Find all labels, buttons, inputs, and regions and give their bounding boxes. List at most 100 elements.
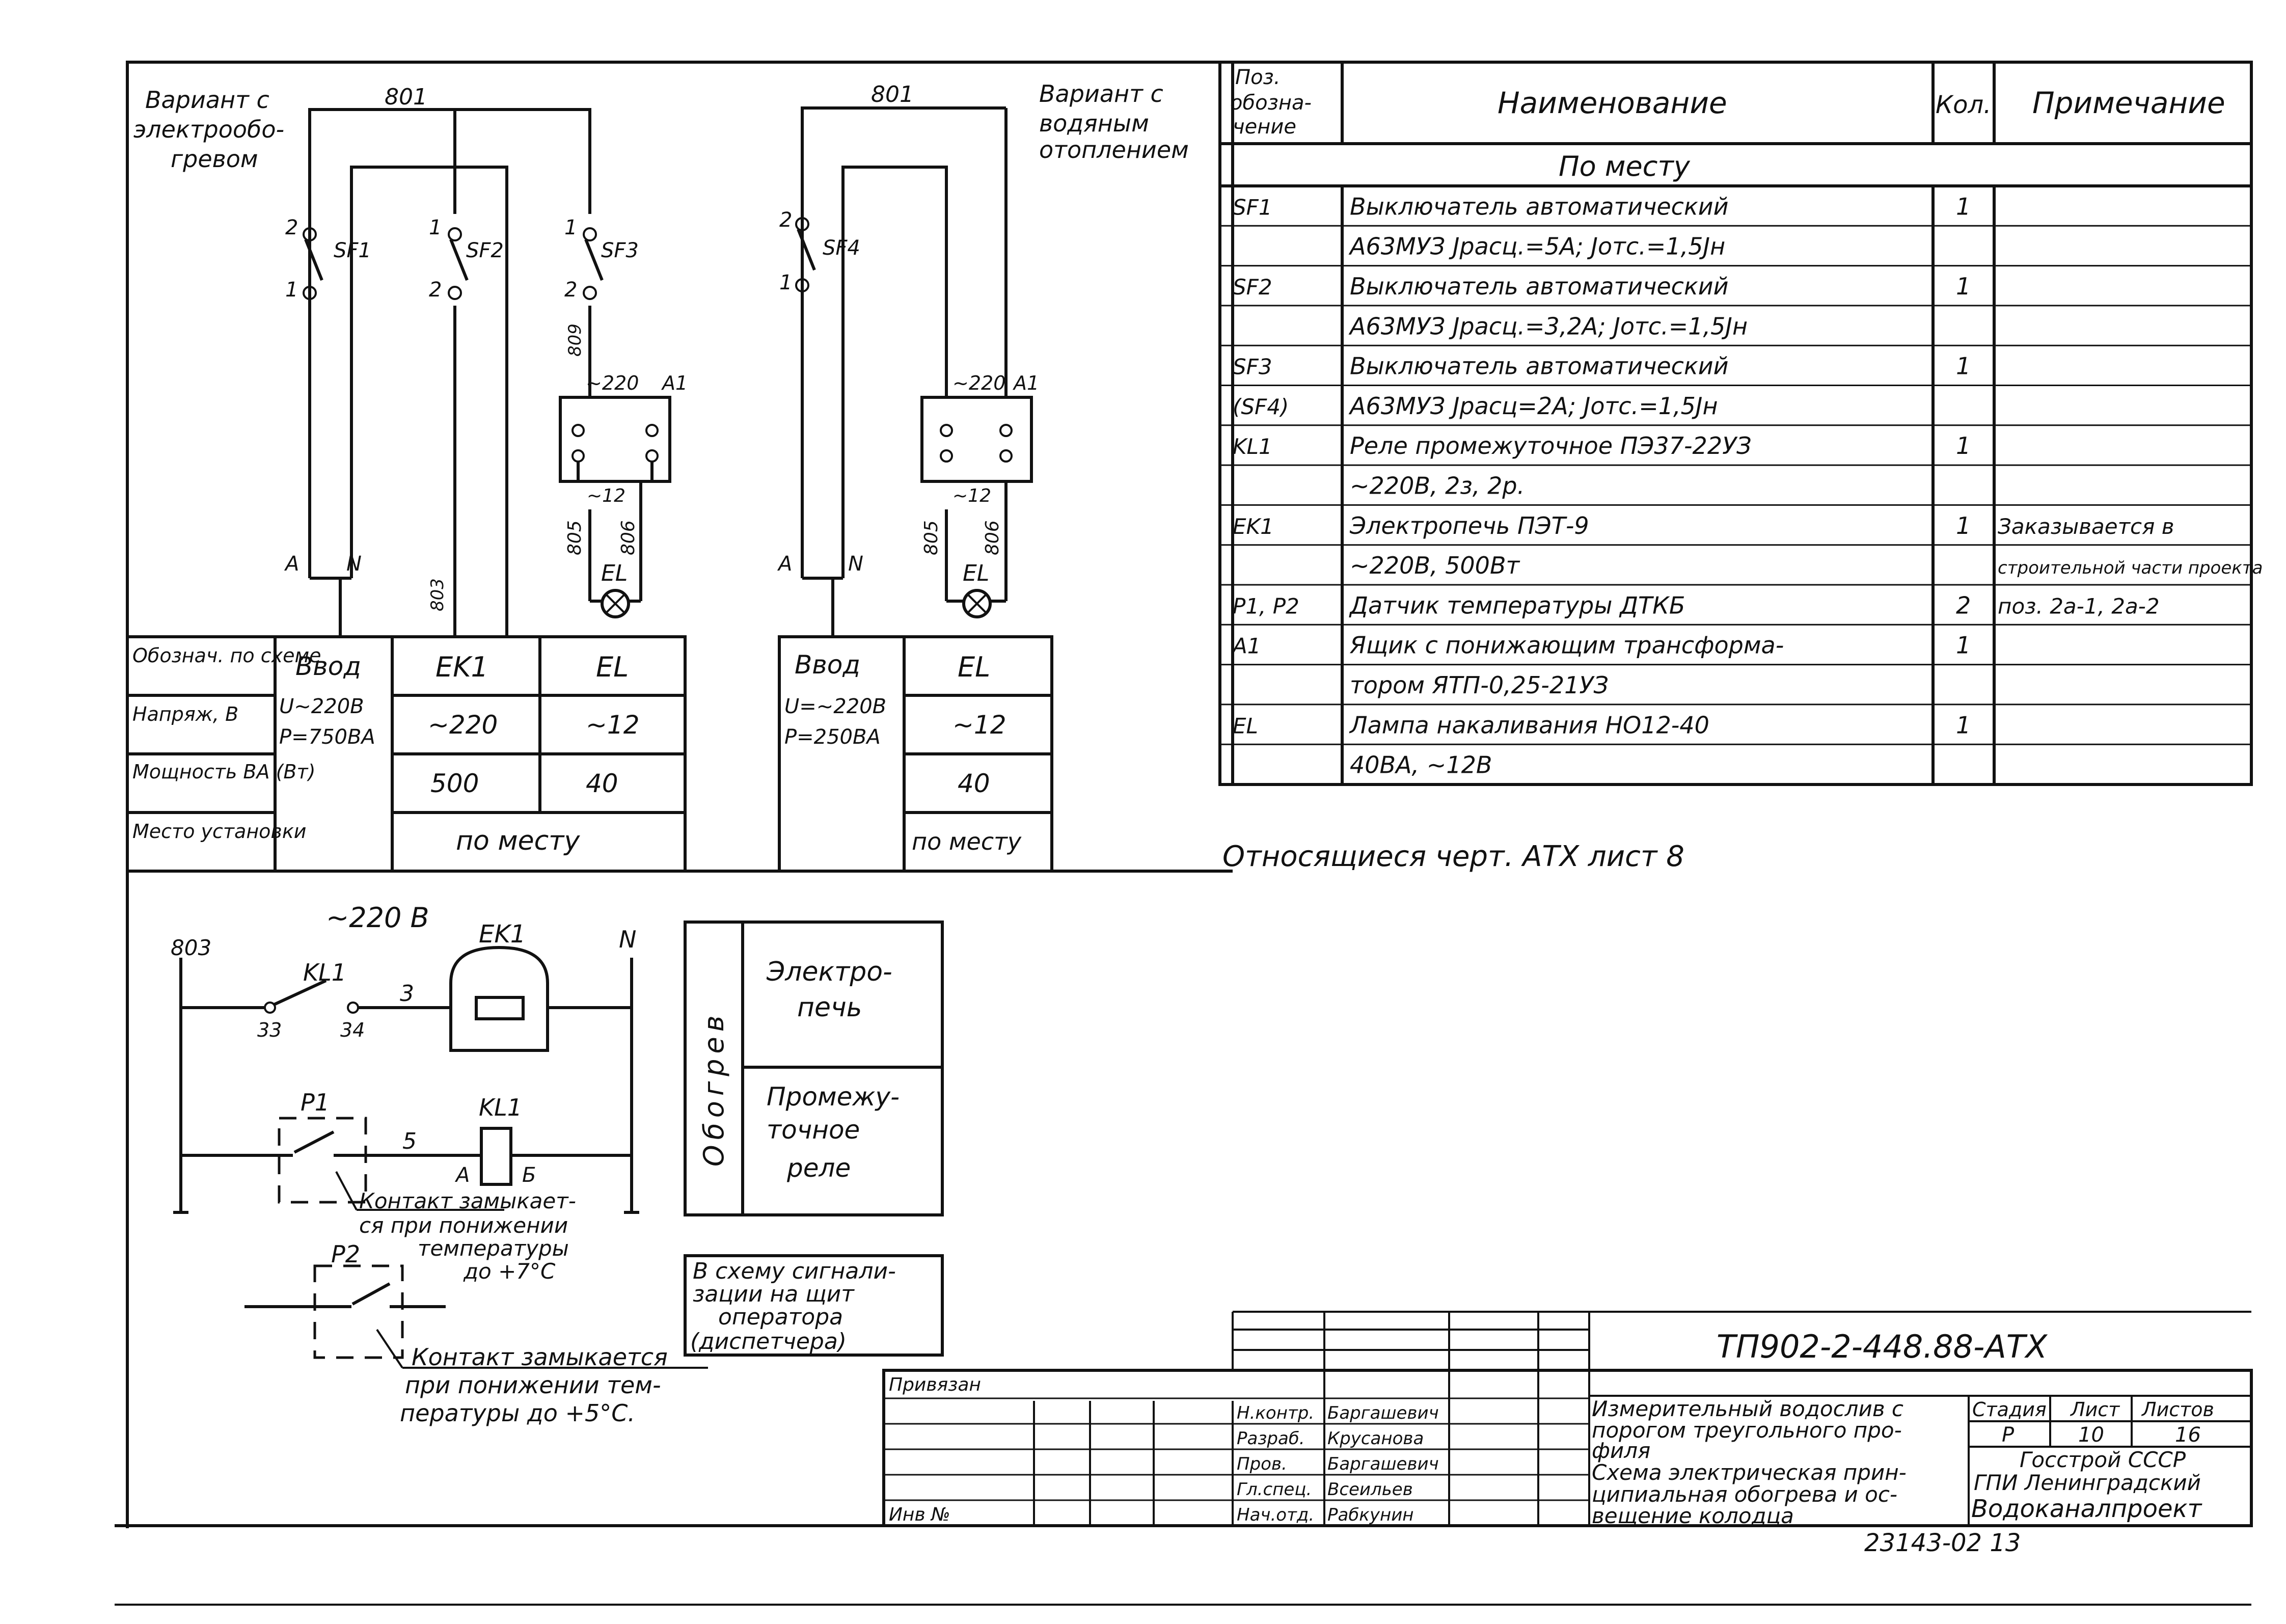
svg-text:По месту: По месту	[1559, 150, 1691, 182]
svg-text:~220 В: ~220 В	[326, 902, 429, 934]
svg-text:2: 2	[285, 216, 298, 239]
tb-role: Пров.	[1237, 1454, 1287, 1474]
svg-text:ся при понижении: ся при понижении	[359, 1213, 568, 1238]
svg-text:3: 3	[400, 981, 414, 1007]
svg-text:по месту: по месту	[912, 828, 1022, 855]
svg-text:ГПИ Ленинградский: ГПИ Ленинградский	[1974, 1470, 2201, 1495]
svg-text:Ввод: Ввод	[795, 650, 860, 680]
svg-text:~12: ~12	[587, 485, 625, 506]
svg-text:33: 33	[257, 1019, 282, 1041]
spec-name: Электропечь ПЭТ-9	[1349, 512, 1589, 539]
svg-text:A1: A1	[661, 372, 688, 394]
heating-control-circuit: ~220 В 803 EK1 N KL1 33 34 3 P1 5 KL1 А …	[171, 902, 708, 1427]
svg-text:~12: ~12	[586, 710, 640, 740]
svg-text:В схему сигнали-: В схему сигнали-	[693, 1258, 896, 1284]
svg-text:Привязан: Привязан	[889, 1374, 981, 1395]
spec-qty: 1	[1956, 273, 1971, 300]
spec-name: Реле промежуточное ПЭ37-22УЗ	[1350, 432, 1752, 459]
spec-pos: KL1	[1233, 434, 1272, 459]
spec-note: Заказывается в	[1998, 514, 2174, 539]
wire-803-label: 803	[427, 578, 448, 611]
svg-text:803: 803	[171, 935, 211, 960]
spec-name: Выключатель автоматический	[1350, 353, 1729, 380]
spec-qty: 2	[1956, 591, 1971, 619]
svg-text:пературы до +5°С.: пературы до +5°С.	[400, 1399, 635, 1427]
left-parameter-table: Обознач. по схеме Напряж, В Мощность ВА …	[126, 635, 687, 873]
tb-name: Рабкунин	[1327, 1505, 1414, 1525]
svg-text:Вариант с: Вариант с	[145, 86, 269, 114]
svg-text:оператора: оператора	[718, 1304, 843, 1330]
spec-pos: SF2	[1233, 275, 1272, 300]
svg-text:500: 500	[430, 769, 479, 798]
tb-name: Крусанова	[1327, 1428, 1424, 1449]
spec-pos: EK1	[1233, 514, 1274, 539]
spec-name: ~220В, 2з, 2р.	[1350, 472, 1525, 499]
spec-pos: A1	[1231, 634, 1261, 659]
svg-text:16: 16	[2175, 1423, 2201, 1447]
svg-text:809: 809	[565, 323, 585, 357]
tb-role: Нач.отд.	[1237, 1505, 1314, 1525]
svg-text:5: 5	[402, 1128, 417, 1154]
svg-text:Листов: Листов	[2141, 1398, 2214, 1421]
spec-qty: 1	[1956, 193, 1971, 220]
spec-name: А63МУЗ Jрасц.=5А; Jотс.=1,5Jн	[1348, 233, 1725, 260]
svg-text:Мощность ВА (Вт): Мощность ВА (Вт)	[132, 761, 315, 783]
svg-text:точное: точное	[767, 1115, 860, 1145]
spec-name: А63МУЗ Jрасц.=3,2А; Jотс.=1,5Jн	[1348, 312, 1748, 340]
neutral-n-label-right: N	[848, 552, 863, 576]
tb-role: Разраб.	[1237, 1428, 1305, 1449]
svg-text:~220: ~220	[953, 372, 1005, 394]
spec-name: Датчик температуры ДТКБ	[1349, 591, 1685, 619]
svg-text:EL: EL	[963, 560, 989, 586]
svg-text:~220: ~220	[586, 372, 639, 394]
svg-text:Контакт замыкает-: Контакт замыкает-	[359, 1188, 576, 1213]
variant-label-water: Вариант с водяным отоплением	[1039, 80, 1189, 164]
svg-text:Лист: Лист	[2070, 1398, 2120, 1421]
spec-name: ~220В, 500Вт	[1350, 552, 1520, 579]
tb-name: Баргашевич	[1327, 1403, 1439, 1423]
lamp-el-right: EL	[946, 560, 1006, 618]
svg-text:P2: P2	[331, 1240, 360, 1268]
svg-text:EK1: EK1	[436, 651, 488, 683]
svg-text:вещение колодца: вещение колодца	[1592, 1503, 1794, 1528]
svg-text:2: 2	[564, 278, 577, 302]
svg-text:температуры: температуры	[418, 1236, 569, 1261]
svg-text:1: 1	[429, 216, 442, 239]
svg-text:806: 806	[618, 520, 639, 555]
svg-text:электрообо-: электрообо-	[133, 116, 284, 143]
wire-801-label-right: 801	[871, 82, 914, 107]
spec-row: ~220В, 2з, 2р.	[1350, 472, 1525, 499]
svg-text:Водоканалпроект: Водоканалпроект	[1971, 1495, 2202, 1523]
svg-text:40: 40	[586, 769, 618, 798]
svg-text:EK1: EK1	[479, 920, 526, 949]
svg-text:ципиальная обогрева и ос-: ципиальная обогрева и ос-	[1592, 1482, 1897, 1507]
tb-role: Н.контр.	[1237, 1403, 1314, 1423]
spec-row: А63МУЗ Jрасц.=5А; Jотс.=1,5Jн	[1348, 233, 1725, 260]
signaling-note: В схему сигнали- зации на щит оператора …	[684, 1254, 944, 1357]
svg-text:1: 1	[779, 271, 792, 294]
svg-text:EL: EL	[601, 560, 628, 586]
svg-text:печь: печь	[797, 992, 862, 1023]
svg-text:обозна-: обозна-	[1230, 91, 1312, 115]
svg-text:Поз.: Поз.	[1235, 66, 1281, 89]
svg-text:отоплением: отоплением	[1039, 136, 1189, 164]
spec-pos: SF1	[1233, 195, 1272, 220]
spec-row: А63МУЗ Jрасц.=3,2А; Jотс.=1,5Jн	[1348, 312, 1748, 340]
svg-text:SF3: SF3	[601, 239, 639, 262]
variant-label-electric: Вариант с электрообо- гревом	[133, 86, 284, 173]
svg-text:Обознач. по схеме: Обознач. по схеме	[132, 644, 321, 667]
spec-row: (SF4)А63МУЗ Jрасц=2А; Jотс.=1,5Jн	[1233, 392, 1718, 420]
svg-text:Электро-: Электро-	[766, 957, 892, 987]
svg-text:2: 2	[429, 278, 442, 302]
svg-text:Место установки: Место установки	[132, 820, 306, 843]
breaker-sf3: 1 2 SF3 809	[564, 216, 639, 357]
svg-text:23143-02 13: 23143-02 13	[1864, 1529, 2021, 1557]
breaker-sf2: 1 2 SF2	[429, 216, 504, 302]
svg-text:ТП902-2-448.88-АТХ: ТП902-2-448.88-АТХ	[1717, 1328, 2048, 1365]
